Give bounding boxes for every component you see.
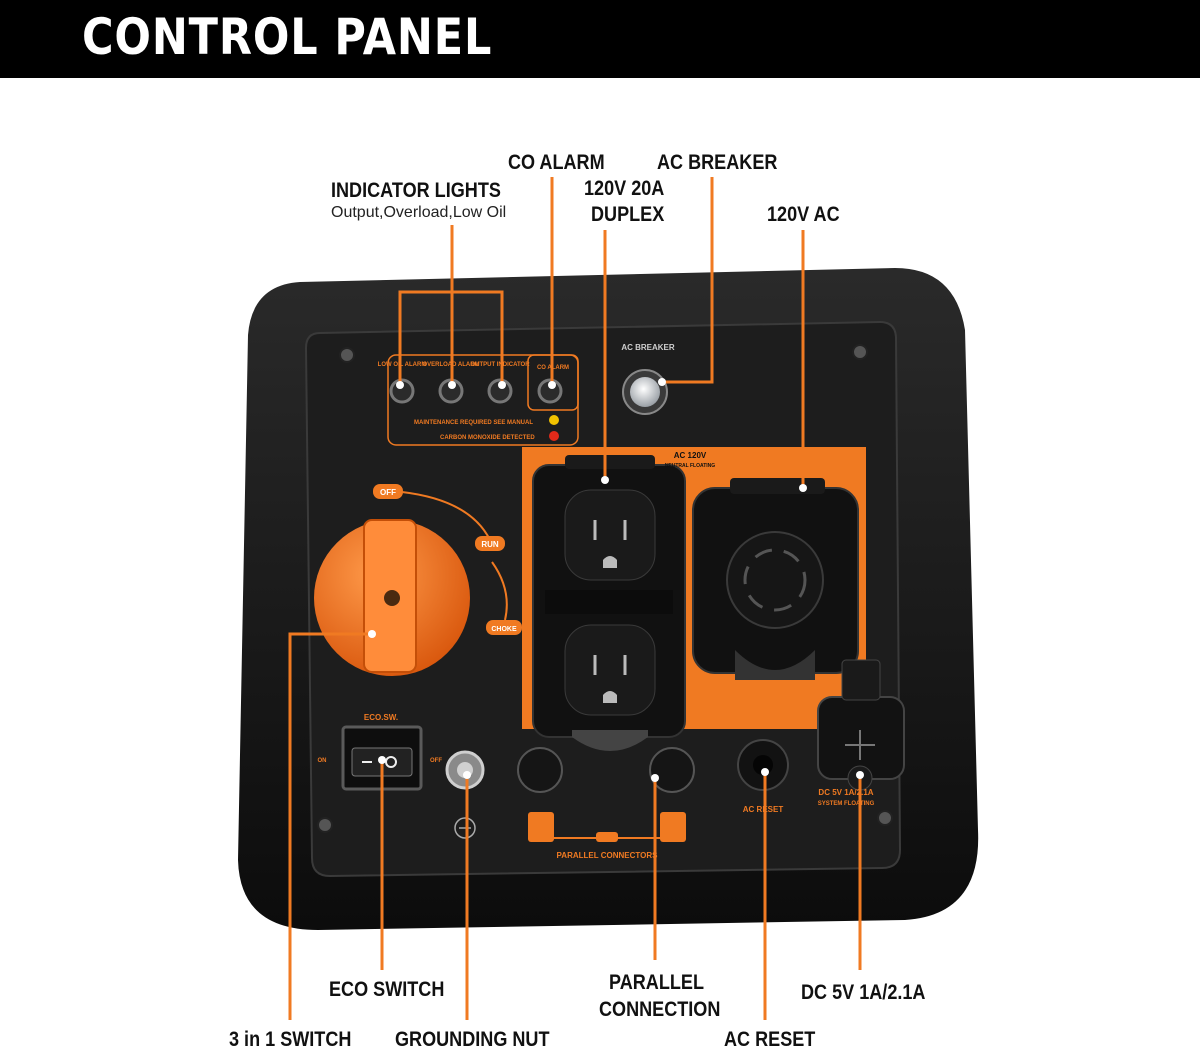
maintenance-text: MAINTENANCE REQUIRED SEE MANUAL — [414, 420, 533, 426]
output-text: OUTPUT INDICATOR — [470, 362, 530, 368]
carbon-text: CARBON MONOXIDE DETECTED — [440, 435, 535, 441]
eco-text: ECO.SW. — [364, 713, 398, 722]
run-text: RUN — [481, 540, 499, 549]
choke-pill — [486, 620, 522, 635]
choke-text: CHOKE — [491, 626, 517, 633]
ac-breaker-label: AC BREAKER — [657, 151, 778, 174]
three-in-one-knob-icon — [314, 519, 470, 676]
parallel-label-line1: PARALLEL — [609, 971, 704, 994]
eco-switch-label: ECO SWITCH — [329, 978, 445, 1001]
ac-twistlock-outlet-icon — [692, 478, 859, 680]
indicator-lights-label: INDICATOR LIGHTS — [331, 179, 501, 202]
header-bar: CONTROL PANEL — [0, 0, 1200, 78]
parallel-label-line2: CONNECTION — [599, 998, 721, 1021]
usb-dc-outlet-icon — [817, 659, 905, 791]
duplex-label-line2: DUPLEX — [591, 203, 665, 226]
ac-reset-label: AC RESET — [724, 1028, 816, 1051]
leader-endpoints — [368, 378, 864, 782]
parallel-panel-text: PARALLEL CONNECTORS — [557, 851, 659, 860]
screw-icons — [317, 344, 893, 833]
page-title: CONTROL PANEL — [82, 8, 493, 66]
ac-120v-label: 120V AC — [767, 203, 840, 226]
ac-reset-panel-text: AC RESET — [743, 805, 784, 814]
ac-reset-button-icon — [737, 739, 789, 791]
three-in-one-label: 3 in 1 SWITCH — [229, 1028, 352, 1051]
grounding-nut-label: GROUNDING NUT — [395, 1028, 550, 1051]
ac-zone-title: AC 120V — [674, 451, 707, 460]
low-oil-text: LOW OIL ALARM — [378, 362, 427, 368]
system-panel-text: SYSTEM FLOATING — [818, 801, 875, 807]
off-small-text: OFF — [430, 758, 442, 764]
off-pill — [373, 484, 403, 499]
callout-leader-lines — [288, 177, 862, 1020]
duplex-label-line1: 120V 20A — [584, 177, 665, 200]
dc-5v-label: DC 5V 1A/2.1A — [801, 981, 926, 1004]
duplex-outlet-icon — [532, 455, 686, 751]
ac-zone-sub: NEUTRAL FLOATING — [665, 463, 715, 469]
co-alarm-label: CO ALARM — [508, 151, 605, 174]
overload-text: OVERLOAD ALARM — [422, 362, 479, 368]
parallel-connectors-icon — [517, 747, 695, 842]
ac-breaker-panel-text: AC BREAKER — [621, 343, 675, 352]
indicator-lights-sublabel: Output,Overload,Low Oil — [331, 204, 507, 221]
off-text: OFF — [380, 488, 396, 497]
run-pill — [475, 536, 505, 551]
dc-panel-text: DC 5V 1A/2.1A — [818, 788, 873, 797]
co-text: CO ALARM — [537, 365, 569, 371]
on-text: ON — [318, 758, 327, 764]
